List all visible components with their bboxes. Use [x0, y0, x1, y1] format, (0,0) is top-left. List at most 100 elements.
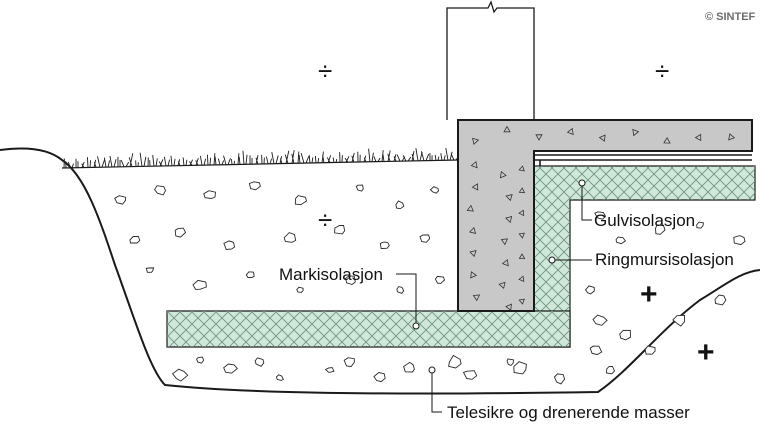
aggregate-triangle-icon — [471, 183, 479, 191]
grass-blade — [135, 160, 139, 167]
gravel-area — [114, 181, 746, 385]
ground-surface — [61, 159, 459, 169]
grass-icon — [63, 148, 460, 168]
aggregate-triangle-icon — [499, 170, 507, 179]
aggregate-triangle-icon — [663, 137, 671, 144]
grass-blade — [152, 155, 158, 167]
gravel-stone-icon — [355, 184, 364, 192]
gravel-stone-icon — [419, 234, 431, 243]
gravel-stone-icon — [585, 285, 595, 295]
aggregate-triangle-icon — [466, 125, 736, 311]
grass-blade — [393, 154, 397, 162]
gravel-stone-icon — [714, 294, 727, 306]
grass-blade — [434, 154, 440, 161]
grass-blade — [291, 149, 295, 164]
grass-blade — [242, 150, 248, 165]
gravel-stone-icon — [344, 275, 356, 285]
gravel-stone-icon — [615, 236, 627, 245]
plus-sign-upper: + — [640, 278, 658, 311]
callout-leaders — [396, 183, 592, 413]
grass-blade — [326, 155, 332, 163]
grass-blade — [120, 159, 130, 167]
label-markisolasjon: Markisolasjon — [279, 265, 383, 284]
grass-blade — [103, 157, 111, 168]
grass-blade — [206, 154, 212, 166]
gravel-stone-icon — [196, 356, 205, 364]
grass-blade — [170, 155, 176, 166]
aggregate-triangle-icon — [518, 232, 525, 239]
grass-blade — [158, 159, 164, 167]
grass-blade — [182, 157, 188, 166]
aggregate-triangle-icon — [469, 250, 477, 258]
grass-blade — [321, 151, 325, 163]
aggregate-triangle-icon — [518, 187, 526, 194]
gravel-stone-icon — [343, 357, 355, 367]
grass-blade — [139, 152, 147, 167]
concrete-foundation — [457, 119, 753, 312]
gravel-stone-icon — [606, 365, 616, 375]
gravel-stone-icon — [245, 271, 255, 278]
gravel-stone-icon — [275, 374, 285, 381]
grass-blade — [87, 157, 91, 168]
gravel-stone-icon — [619, 329, 631, 341]
aggregate-triangle-icon — [694, 133, 702, 142]
aggregate-triangle-icon — [501, 258, 509, 267]
aggregate-triangle-icon — [518, 209, 525, 217]
gravel-stone-icon — [429, 186, 440, 194]
wall-above-ground — [446, 0, 535, 120]
grass-blade — [75, 158, 79, 168]
gravel-stone-icon — [294, 195, 308, 206]
gravel-stone-icon — [434, 275, 446, 284]
copyright-text: © SINTEF — [705, 11, 756, 23]
aggregate-triangle-icon — [535, 134, 543, 141]
aggregate-triangle-icon — [598, 134, 606, 142]
plus-sign-lower: + — [697, 336, 715, 369]
grass-blade — [199, 155, 207, 166]
gravel-stone-icon — [192, 279, 207, 290]
grass-blade — [109, 155, 117, 168]
grass-blade — [93, 159, 97, 168]
aggregate-triangle-icon — [505, 215, 513, 224]
gravel-stone-icon — [513, 361, 527, 375]
floor-membrane — [534, 154, 752, 166]
grass-blade — [237, 153, 241, 165]
aggregate-triangle-icon — [472, 137, 480, 145]
gravel-stone-icon — [506, 358, 514, 367]
grass-blade — [411, 151, 415, 162]
gravel-stone-icon — [114, 195, 127, 205]
gravel-stone-icon — [203, 190, 216, 199]
label-gulvisolasjon: Gulvisolasjon — [594, 211, 695, 230]
grass-blade — [265, 156, 273, 164]
frost-sign-right: ÷ — [655, 56, 669, 86]
aggregate-triangle-icon — [500, 238, 509, 246]
gravel-stone-icon — [171, 368, 189, 382]
aggregate-triangle-icon — [518, 165, 525, 172]
grass-blade — [189, 159, 193, 166]
grass-blade — [81, 161, 85, 168]
gravel-stone-icon — [145, 267, 155, 273]
grass-blade — [420, 151, 430, 161]
aggregate-triangle-icon — [470, 271, 478, 279]
gravel-stone-icon — [324, 367, 335, 373]
gravel-stone-icon — [655, 224, 666, 235]
gravel-stone-icon — [396, 286, 405, 294]
label-ringmursisolasjon: Ringmursisolasjon — [595, 250, 734, 269]
gravel-stone-icon — [254, 357, 265, 367]
grass-blade — [279, 156, 283, 164]
grass-blade — [249, 155, 253, 165]
grass-blade — [445, 148, 453, 161]
aggregate-triangle-icon — [466, 204, 474, 212]
grass-blade — [68, 161, 74, 168]
grass-blade — [339, 152, 343, 163]
gravel-stone-icon — [733, 235, 746, 246]
grass-blade — [195, 158, 199, 166]
gravel-stone-icon — [644, 345, 656, 355]
grass-blade — [223, 155, 231, 165]
gravel-stone-icon — [129, 235, 141, 244]
grass-blade — [440, 153, 446, 161]
gravel-stone-icon — [283, 232, 297, 243]
gravel-stone-icon — [589, 345, 603, 356]
grass-blade — [271, 151, 279, 164]
grass-blade — [284, 150, 290, 164]
